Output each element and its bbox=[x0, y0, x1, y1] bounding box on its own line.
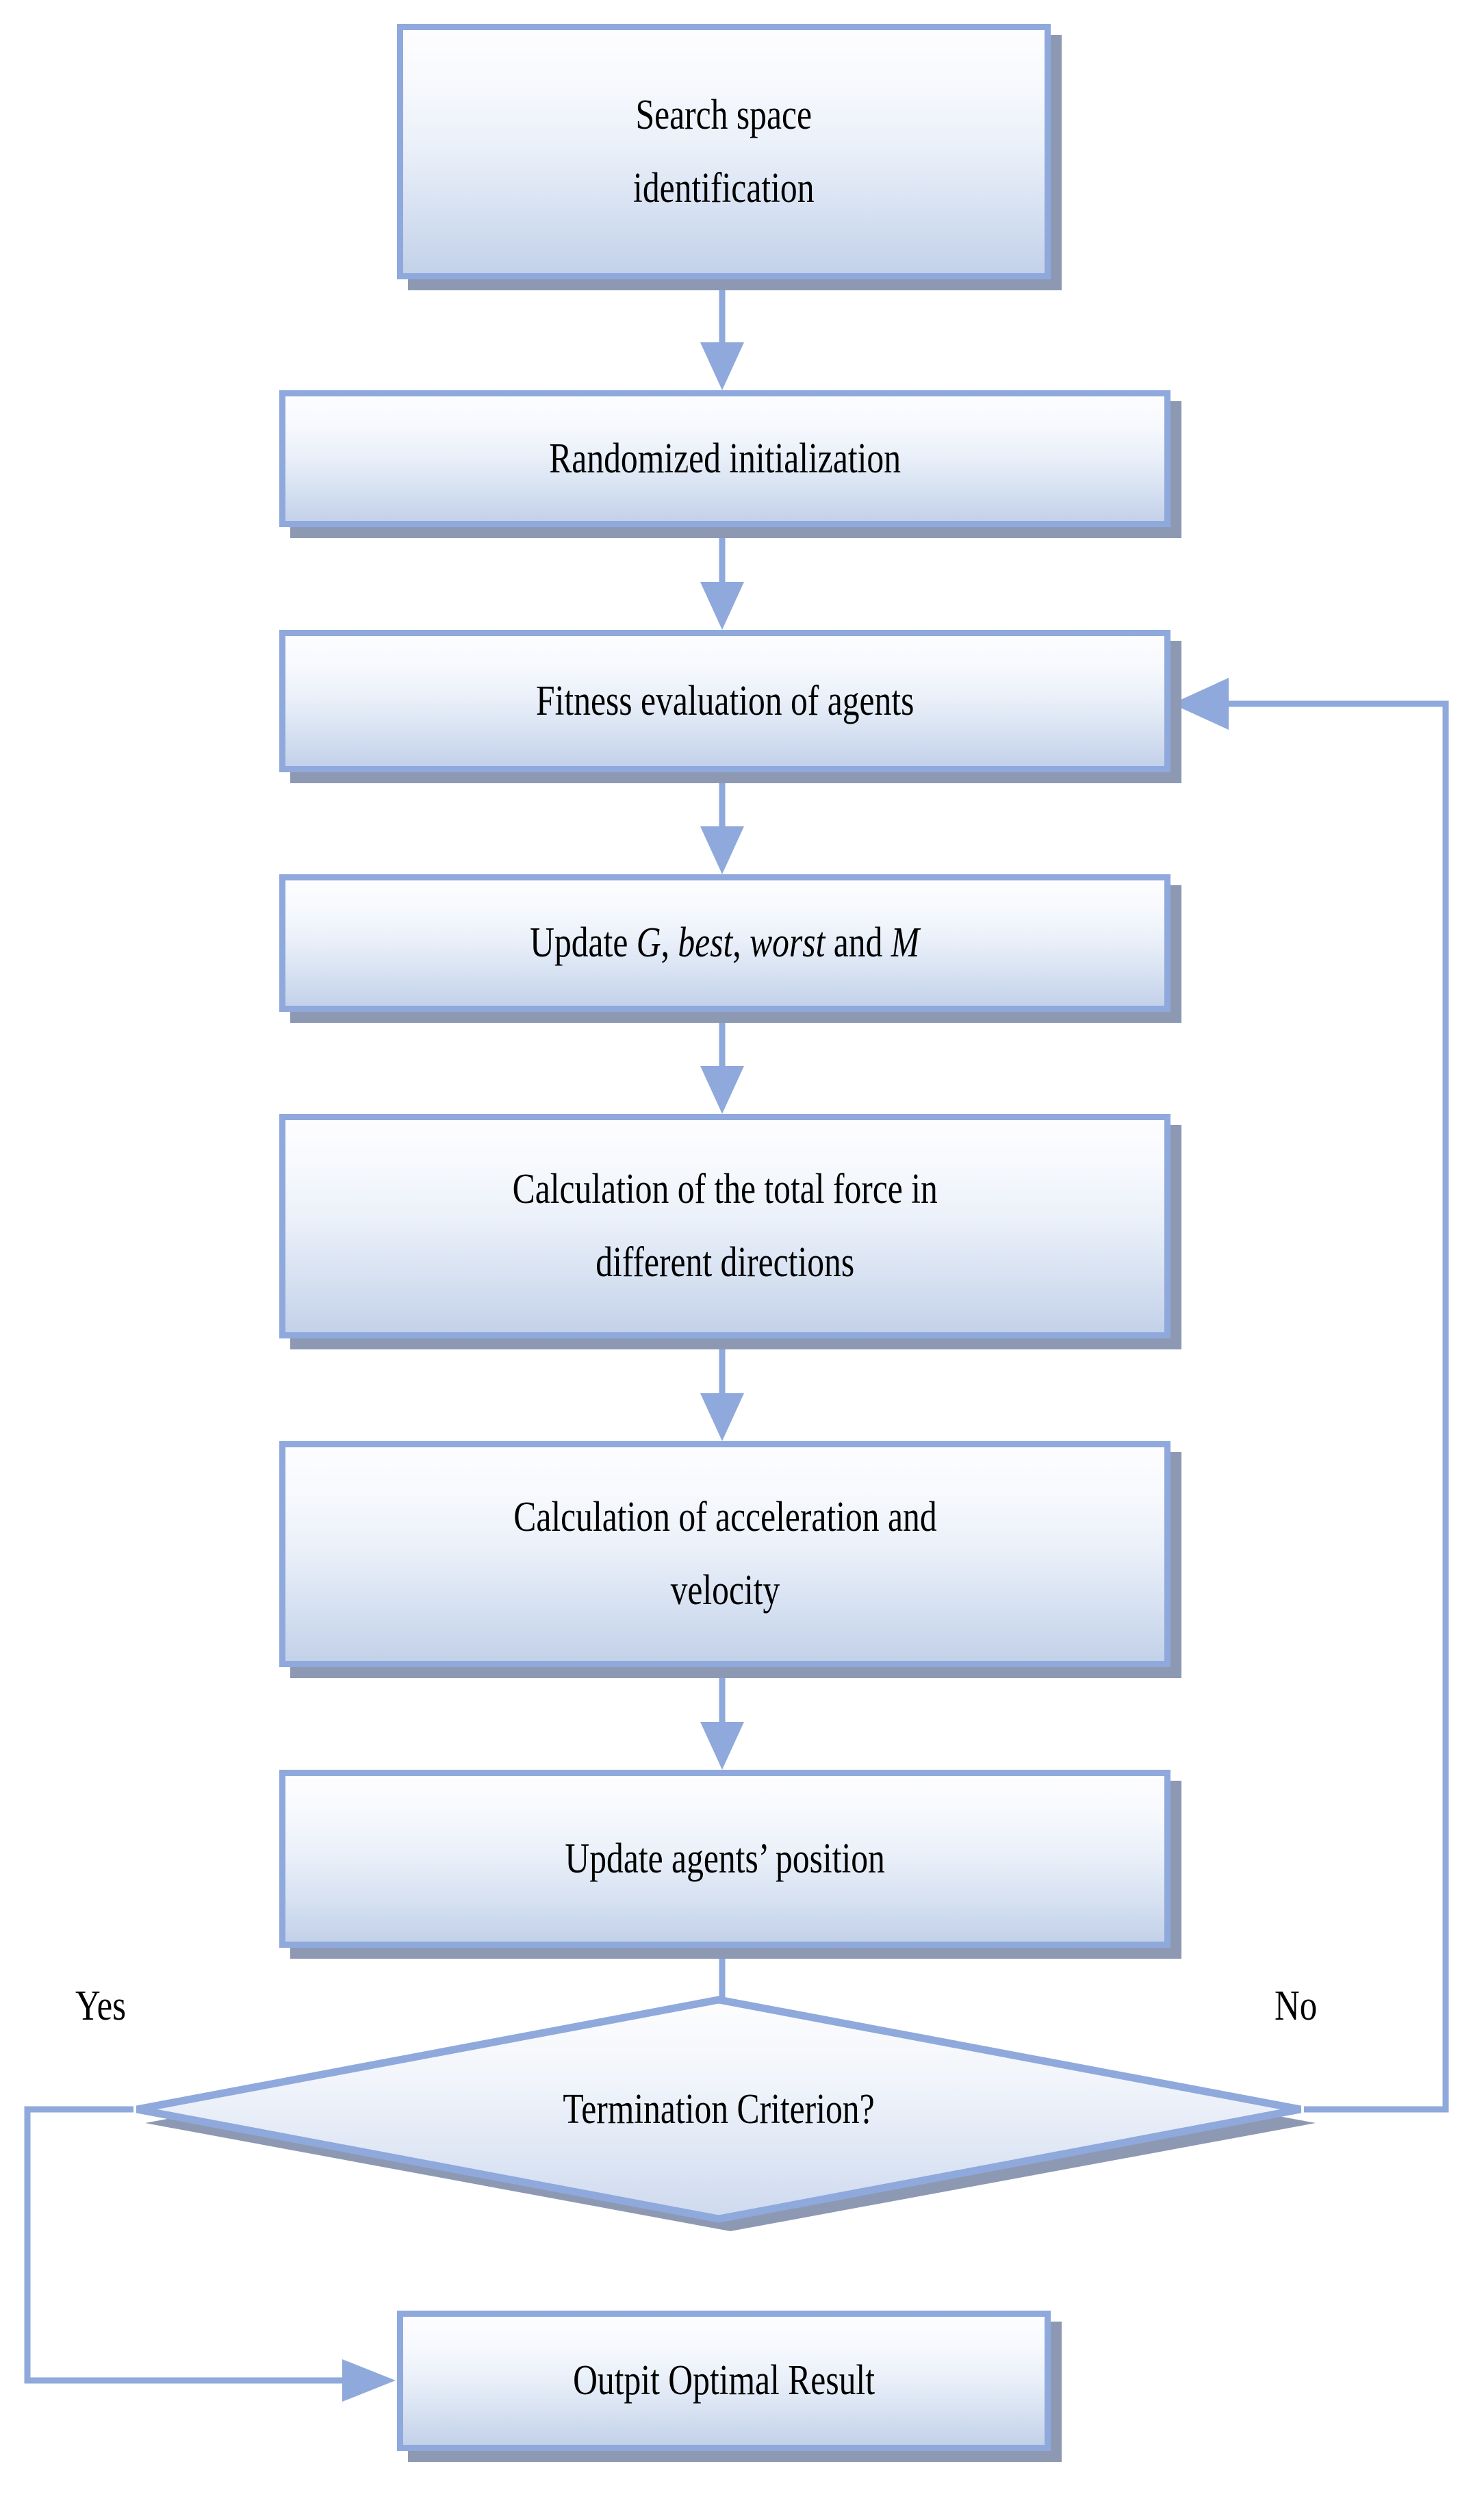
node-fitness-eval[interactable]: Fitness evaluation of agents bbox=[279, 630, 1170, 772]
node-accel-velocity-label: Calculation of acceleration and velocity bbox=[513, 1494, 937, 1614]
node-randomized-init[interactable]: Randomized initialization bbox=[279, 390, 1170, 527]
node-update-position-label: Update agents’ position bbox=[565, 1835, 885, 1882]
edge-total-force-to-accel-velocity bbox=[700, 1338, 744, 1441]
branch-label-no: No bbox=[1275, 1983, 1318, 2029]
node-update-params[interactable]: Update G, best, worst and M bbox=[279, 874, 1170, 1012]
node-termination[interactable]: Termination Criterion? bbox=[133, 1993, 1316, 2231]
edge-update-params-to-total-force bbox=[700, 1012, 744, 1114]
edge-search-space-to-randomized-init bbox=[700, 279, 744, 390]
node-randomized-init-label: Randomized initialization bbox=[549, 435, 901, 482]
node-total-force-label: Calculation of the total force in differ… bbox=[512, 1166, 938, 1286]
termination-diamond-shape bbox=[136, 1996, 1316, 2231]
edge-randomized-init-to-fitness-eval bbox=[700, 527, 744, 630]
node-update-params-label: Update G, best, worst and M bbox=[530, 919, 920, 967]
node-output-result[interactable]: Outpit Optimal Result bbox=[397, 2311, 1051, 2451]
branch-label-yes: Yes bbox=[75, 1983, 126, 2029]
edge-termination-no-to-fitness-eval bbox=[1172, 678, 1449, 2113]
node-search-space-label: Search space identification bbox=[633, 91, 815, 212]
node-search-space[interactable]: Search space identification bbox=[397, 24, 1051, 279]
node-accel-velocity[interactable]: Calculation of acceleration and velocity bbox=[279, 1441, 1170, 1667]
node-output-result-label: Outpit Optimal Result bbox=[573, 2357, 875, 2404]
node-total-force[interactable]: Calculation of the total force in differ… bbox=[279, 1114, 1170, 1338]
node-update-position[interactable]: Update agents’ position bbox=[279, 1770, 1170, 1948]
edge-accel-velocity-to-update-position bbox=[700, 1667, 744, 1770]
node-fitness-eval-label: Fitness evaluation of agents bbox=[535, 677, 914, 724]
edge-fitness-eval-to-update-params bbox=[700, 772, 744, 874]
